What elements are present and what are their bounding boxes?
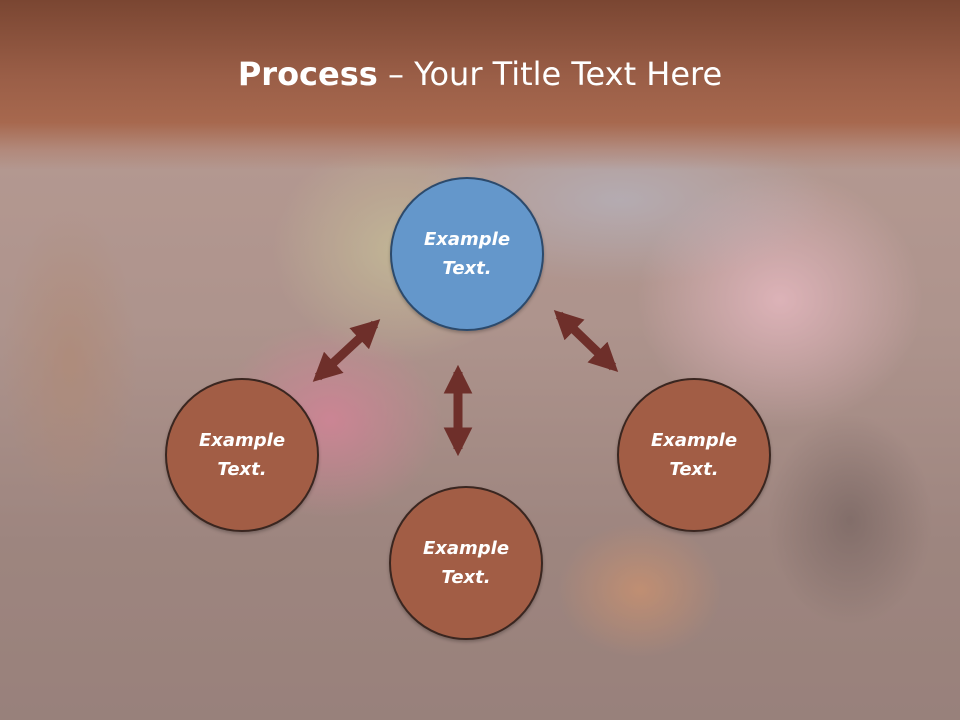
process-node-right-text: Example Text. — [639, 426, 749, 484]
process-node-right-line2: Text. — [669, 459, 719, 480]
process-node-left: Example Text. — [165, 378, 319, 532]
header-band — [0, 0, 960, 170]
process-node-bottom-line2: Text. — [441, 567, 491, 588]
process-node-top-line2: Text. — [442, 258, 492, 279]
process-node-bottom-line1: Example — [422, 538, 510, 559]
slide-title: Process – Your Title Text Here — [0, 52, 960, 96]
arrow-top-left — [312, 319, 381, 382]
process-node-left-line1: Example — [198, 430, 286, 451]
process-node-right: Example Text. — [617, 378, 771, 532]
process-node-top-text: Example Text. — [412, 225, 522, 283]
process-node-top-line1: Example — [423, 229, 511, 250]
slide-title-bold: Process — [237, 55, 378, 93]
process-node-left-text: Example Text. — [187, 426, 297, 484]
process-node-right-line1: Example — [650, 430, 738, 451]
arrow-top-right — [553, 310, 619, 372]
process-node-top: Example Text. — [390, 177, 544, 331]
process-node-bottom-text: Example Text. — [411, 534, 521, 592]
process-node-bottom: Example Text. — [389, 486, 543, 640]
process-node-left-line2: Text. — [217, 459, 267, 480]
slide-title-rest: – Your Title Text Here — [377, 55, 723, 93]
